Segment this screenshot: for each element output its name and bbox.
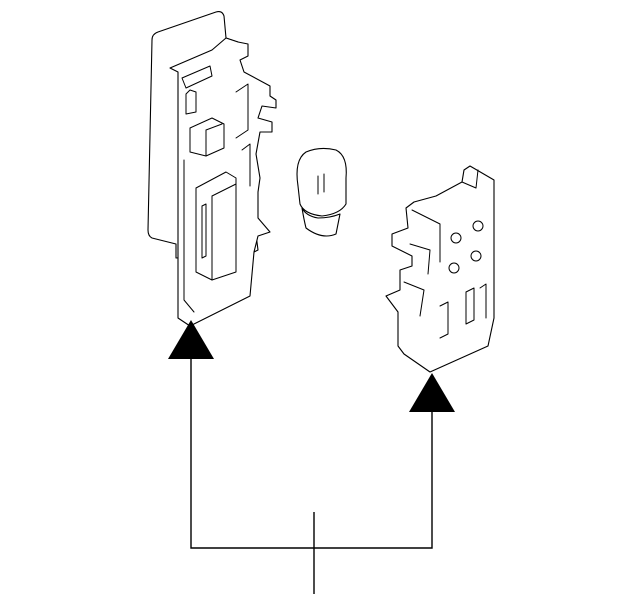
lens-base-tab-top <box>461 169 479 189</box>
lamp-housing-window-mid <box>189 117 225 157</box>
lamp-housing-inner-edge <box>183 159 195 313</box>
lamp-housing-slot-top <box>181 65 213 89</box>
lamp-housing-body <box>169 37 277 327</box>
lamp-housing-slot-upper <box>185 89 197 115</box>
lamp-housing-rib <box>235 83 251 187</box>
lens-base-hole-2 <box>450 232 462 244</box>
bulb <box>296 147 347 237</box>
bulb-glass <box>296 147 347 217</box>
lamp-housing-column-slot <box>201 203 207 259</box>
lens-base-inner-ridge <box>403 209 441 317</box>
lamp-housing-column-face <box>211 183 237 281</box>
lens-base-slot-left <box>439 301 449 339</box>
leader-line <box>190 359 433 549</box>
reference-leader <box>168 320 455 594</box>
lamp-housing-column <box>195 171 237 281</box>
lamp-housing-window-mid-inner <box>205 123 223 157</box>
lens-base <box>385 165 495 373</box>
lens-base-body <box>385 165 495 373</box>
lens-base-edge <box>479 283 487 319</box>
arrow-head-right <box>409 373 455 412</box>
bulb-base <box>301 207 341 237</box>
lens-base-hole-1 <box>472 220 484 232</box>
lamp-housing <box>147 10 277 327</box>
arrow-head-left <box>168 320 214 359</box>
lens-base-hole-3 <box>470 250 482 262</box>
lens-base-hole-4 <box>448 262 460 274</box>
lens-base-slot-right <box>465 287 475 325</box>
bulb-filament <box>317 173 325 195</box>
